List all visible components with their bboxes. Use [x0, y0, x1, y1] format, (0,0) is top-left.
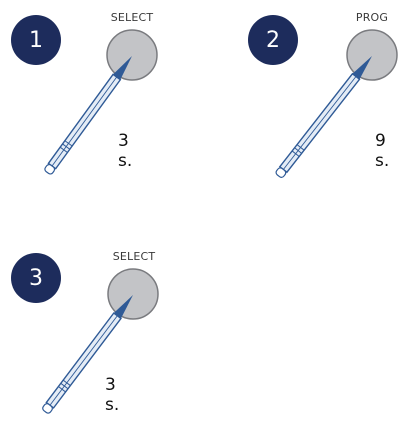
select-button-icon — [107, 268, 159, 320]
button-label: SELECT — [112, 250, 156, 263]
button-label: SELECT — [110, 11, 154, 24]
step-number-badge: 2 — [248, 15, 298, 65]
select-button-icon — [106, 29, 158, 81]
pencil-icon — [42, 295, 133, 414]
press-illustration — [44, 29, 158, 175]
press-duration: 3 s. — [105, 375, 120, 415]
pencil-icon — [275, 56, 372, 178]
press-duration: 9 s. — [375, 131, 390, 171]
step-number-badge: 1 — [11, 15, 61, 65]
pencil-icon — [44, 56, 132, 175]
step-number-badge: 3 — [11, 253, 61, 303]
button-label: PROG — [355, 11, 389, 24]
press-illustration — [275, 29, 398, 178]
press-duration: 3 s. — [118, 131, 133, 171]
press-illustration — [42, 268, 159, 414]
